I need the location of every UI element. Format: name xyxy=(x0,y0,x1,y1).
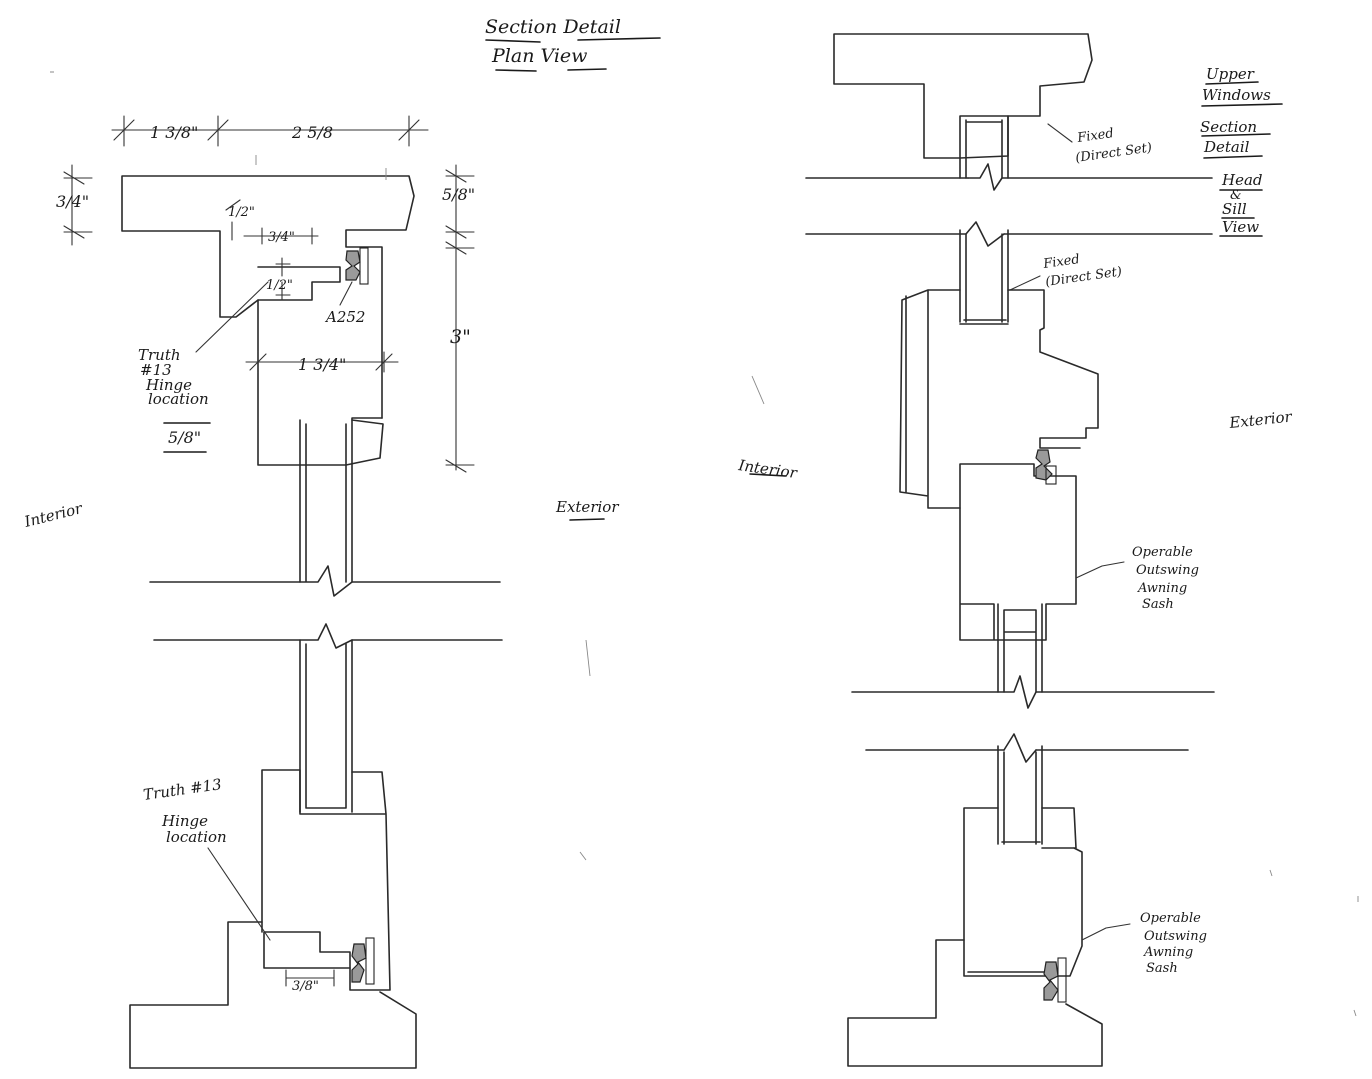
hinge-note-top-1: Truth xyxy=(138,346,181,364)
awning-lower-1: Operable xyxy=(1140,911,1201,926)
dim-sash-width-text: 1 3/4" xyxy=(298,355,346,374)
dim-line-left xyxy=(63,164,93,246)
right-title-sill: Sill xyxy=(1222,200,1247,218)
faint-marks-right xyxy=(751,375,1359,1017)
sill-glass xyxy=(997,733,1043,845)
hinge-note-bottom-3: location xyxy=(166,828,227,846)
right-title-detail: Detail xyxy=(1203,138,1250,156)
lower-jamb-outline xyxy=(129,921,417,1069)
plan-view-detail: Section Detail Plan View 1 3/8" 2 5/8 3/… xyxy=(22,16,661,1069)
dim-right-top: 5/8" xyxy=(442,185,475,204)
awning-lower-2: Outswing xyxy=(1144,929,1207,944)
dim-half-top: 1/2" xyxy=(228,205,255,220)
mid-glass xyxy=(959,221,1009,325)
glass-upper xyxy=(299,419,353,597)
fixed-mid-1: Fixed xyxy=(1041,252,1080,272)
awning-lower-4: Sash xyxy=(1146,961,1178,976)
dim-bottom-offset-text: 3/8" xyxy=(292,979,319,994)
awning-glass-upper xyxy=(997,603,1043,709)
lower-rebate xyxy=(263,931,351,969)
right-title-section: Section xyxy=(1200,118,1257,136)
sill-gasket xyxy=(1043,961,1059,1001)
right-title-view: View xyxy=(1222,218,1259,236)
faint-marks-left xyxy=(50,71,591,861)
gasket-bottom-strip xyxy=(365,937,375,985)
awning-upper-leader xyxy=(1075,561,1125,579)
fixed-top-1: Fixed xyxy=(1075,126,1114,146)
left-title-underline xyxy=(485,37,661,72)
left-title-line2: Plan View xyxy=(491,45,587,67)
awning-lower-leader xyxy=(1081,923,1131,941)
glass-lower xyxy=(299,623,353,813)
dim-left-depth: 3/4" xyxy=(56,192,89,211)
sill-jamb-outline xyxy=(847,939,1103,1067)
dim-bottom-offset xyxy=(285,969,335,987)
hinge-note-bottom-1: Truth #13 xyxy=(142,775,223,804)
head-block xyxy=(833,33,1093,159)
gasket-bottom xyxy=(351,943,367,983)
dim-line-right xyxy=(445,164,475,473)
awning-upper-2: Outswing xyxy=(1136,563,1199,578)
head-glass-top xyxy=(959,115,1009,191)
awning-sash-upper xyxy=(959,463,1077,641)
fixed-mid-leader xyxy=(1009,275,1041,291)
sill-gasket-strip xyxy=(1057,957,1067,1003)
gasket-top-strip xyxy=(359,247,369,285)
right-title-windows: Windows xyxy=(1202,86,1271,104)
hinge-offset-underline xyxy=(163,422,211,453)
awning-upper-3: Awning xyxy=(1137,581,1187,596)
right-title-amp: & xyxy=(1230,188,1242,203)
lower-sash-outline xyxy=(261,769,391,991)
head-jamb-outline xyxy=(121,175,415,419)
awning-upper-1: Operable xyxy=(1132,545,1193,560)
dim-line-top xyxy=(111,115,429,147)
hinge-note-bottom-2: Hinge xyxy=(161,812,208,830)
dim-right-height: 3" xyxy=(450,326,471,348)
awning-gasket-upper xyxy=(1035,449,1053,481)
gasket-label: A252 xyxy=(324,308,365,326)
right-interior-underline xyxy=(749,473,787,477)
right-title-underlines xyxy=(1201,81,1283,237)
left-exterior-underline xyxy=(569,518,605,521)
right-exterior-label: Exterior xyxy=(1228,407,1294,432)
hinge-offset-top: 5/8" xyxy=(168,428,201,447)
sill-sash-outline xyxy=(963,807,1083,977)
dim-inner-ticks xyxy=(225,199,319,301)
dim-three-quarter: 3/4" xyxy=(268,230,295,245)
right-interior-label: Interior xyxy=(736,456,798,482)
dim-half-mid: 1/2" xyxy=(266,278,293,293)
dim-top-left: 1 3/8" xyxy=(150,123,198,142)
hinge-note-top-2: #13 xyxy=(140,361,172,379)
left-exterior-label: Exterior xyxy=(555,498,619,516)
left-interior-label: Interior xyxy=(22,499,85,531)
right-title-head: Head xyxy=(1221,171,1263,189)
dim-top-right: 2 5/8 xyxy=(291,123,333,142)
awning-upper-4: Sash xyxy=(1142,597,1174,612)
right-title-upper: Upper xyxy=(1206,65,1255,83)
hinge-note-top-3: Hinge xyxy=(145,376,192,394)
hinge-note-top-4: location xyxy=(148,390,209,408)
dim-sash-width xyxy=(245,351,399,373)
hinge-note-bottom-leader xyxy=(207,847,271,941)
left-title-line1: Section Detail xyxy=(485,16,621,38)
head-sill-view-detail: Upper Windows Section Detail Head & Sill… xyxy=(736,33,1359,1067)
gasket-leader xyxy=(339,281,353,306)
fixed-sill xyxy=(899,289,1099,509)
awning-gasket-upper-strip xyxy=(1045,465,1057,485)
hinge-note-top-leader xyxy=(195,281,269,353)
fixed-top-leader xyxy=(1047,123,1073,143)
gasket-top xyxy=(345,250,361,281)
awning-lower-3: Awning xyxy=(1143,945,1193,960)
